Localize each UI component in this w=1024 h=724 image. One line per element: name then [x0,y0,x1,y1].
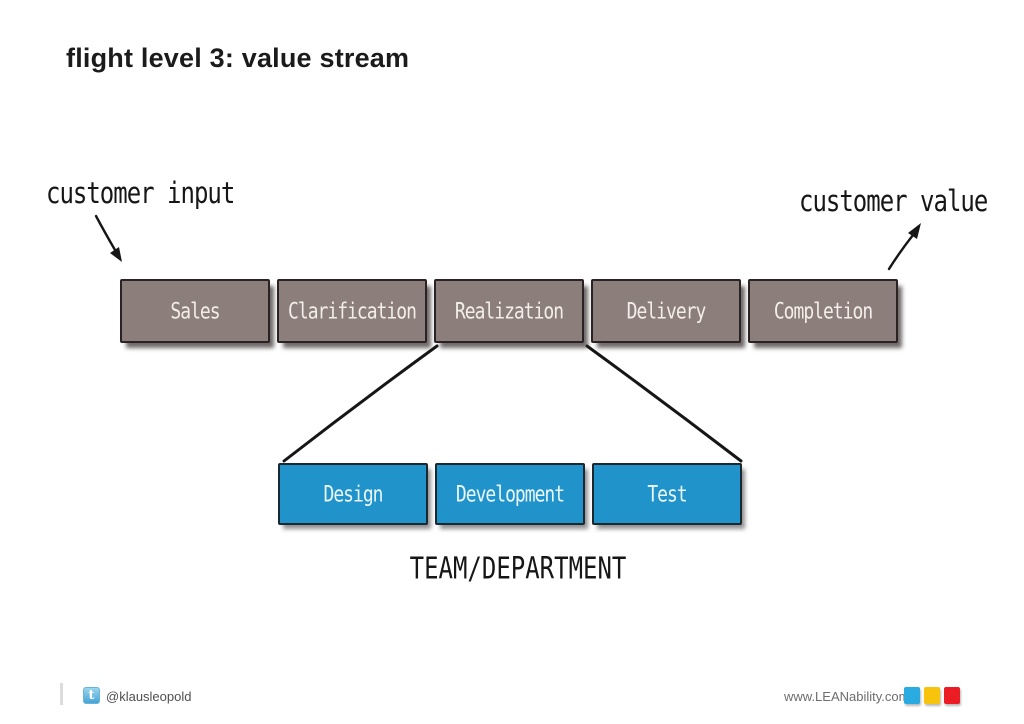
realization-to-test-connector [585,344,743,463]
team-label-development: Development [455,480,565,508]
logo-square-yellow [924,687,940,704]
value-stream-row: Sales Clarification Realization Delivery… [120,279,898,343]
leanability-logo [904,687,960,704]
logo-square-blue [904,687,920,704]
team-box-development: Development [435,463,585,525]
team-box-test: Test [592,463,742,525]
stage-label-realization: Realization [454,297,564,325]
customer-value-arrowhead [908,223,921,239]
website-label: www.LEANability.com [784,689,910,704]
team-label-design: Design [323,480,383,508]
stage-box-realization: Realization [434,279,584,343]
stage-box-clarification: Clarification [277,279,427,343]
footer-divider [60,683,63,705]
twitter-icon: t [83,687,100,704]
customer-input-arrow-shaft [94,214,117,252]
stage-box-completion: Completion [748,279,898,343]
stage-label-completion: Completion [773,297,873,325]
stage-box-delivery: Delivery [591,279,741,343]
customer-value-arrow-shaft [887,233,915,271]
team-row: Design Development Test [278,463,742,525]
team-box-design: Design [278,463,428,525]
realization-to-design-connector [282,344,439,463]
customer-value-label: customer value [799,184,988,219]
team-department-caption: TEAM/DEPARTMENT [409,551,627,586]
stage-label-delivery: Delivery [626,297,707,325]
stage-label-sales: Sales [170,297,220,325]
stage-label-clarification: Clarification [288,297,417,325]
customer-input-arrowhead [110,247,122,262]
slide-title: flight level 3: value stream [66,43,410,73]
logo-square-red [944,687,960,704]
twitter-handle: @klausleopold [106,689,192,704]
customer-input-label: customer input [46,176,235,211]
stage-box-sales: Sales [120,279,270,343]
team-label-test: Test [647,480,687,508]
